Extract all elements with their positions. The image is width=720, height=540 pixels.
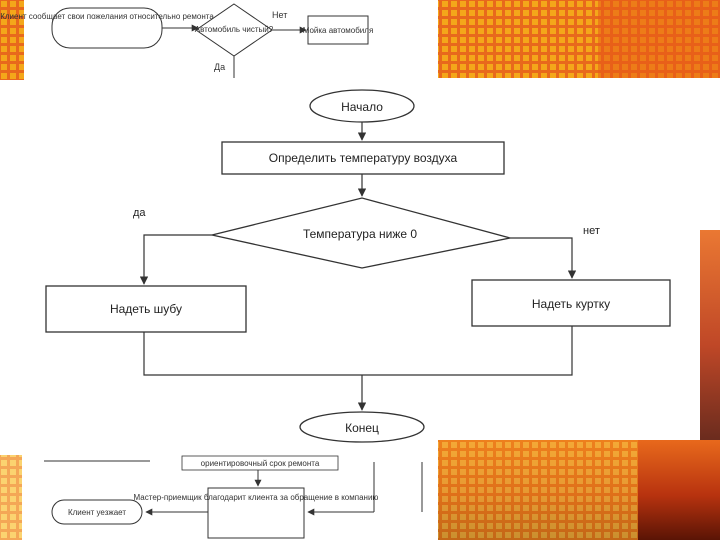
- top-yes-label: Да: [214, 62, 225, 72]
- condition-text: Температура ниже 0: [303, 227, 417, 241]
- measure-process-box: [221, 141, 505, 175]
- top-fragment: Клиент сообщает свои пожелания относител…: [0, 0, 438, 78]
- main-flowchart: Начало Определить температуру воздуха Те…: [24, 78, 700, 443]
- yes-branch-label: да: [133, 207, 146, 219]
- wash-text: Мойка автомобиля: [303, 26, 374, 35]
- end-terminal: [299, 411, 425, 443]
- client-leaves-text: Клиент уезжает: [68, 508, 126, 517]
- tile-strip-left-bottom: [0, 455, 22, 540]
- wash-box: [307, 15, 369, 45]
- client-start-text: Клиент сообщает свои пожелания относител…: [0, 12, 214, 21]
- estimate-box: [181, 455, 339, 471]
- measure-text: Определить температуру воздуха: [269, 151, 458, 165]
- end-text: Конец: [345, 421, 379, 435]
- top-no-label: Нет: [272, 10, 287, 20]
- estimate-text: ориентировочный срок ремонта: [201, 459, 320, 468]
- action-no-box: [471, 279, 671, 327]
- side-strip-right: [700, 230, 720, 440]
- action-yes-text: Надеть шубу: [110, 302, 182, 316]
- bottom-fragment: ориентировочный срок ремонта Мастер-прие…: [26, 438, 438, 540]
- client-leaves-box: [51, 499, 143, 525]
- start-text: Начало: [341, 100, 383, 114]
- master-text: Мастер-приемщик благодарит клиента за об…: [134, 493, 379, 502]
- tile-strip-left-top: [0, 0, 24, 80]
- no-branch-label: нет: [583, 225, 600, 237]
- clean-decision-text: Автомобиль чистый?: [195, 25, 274, 34]
- action-no-text: Надеть куртку: [532, 297, 610, 311]
- master-box: [207, 487, 305, 539]
- action-yes-box: [45, 285, 247, 333]
